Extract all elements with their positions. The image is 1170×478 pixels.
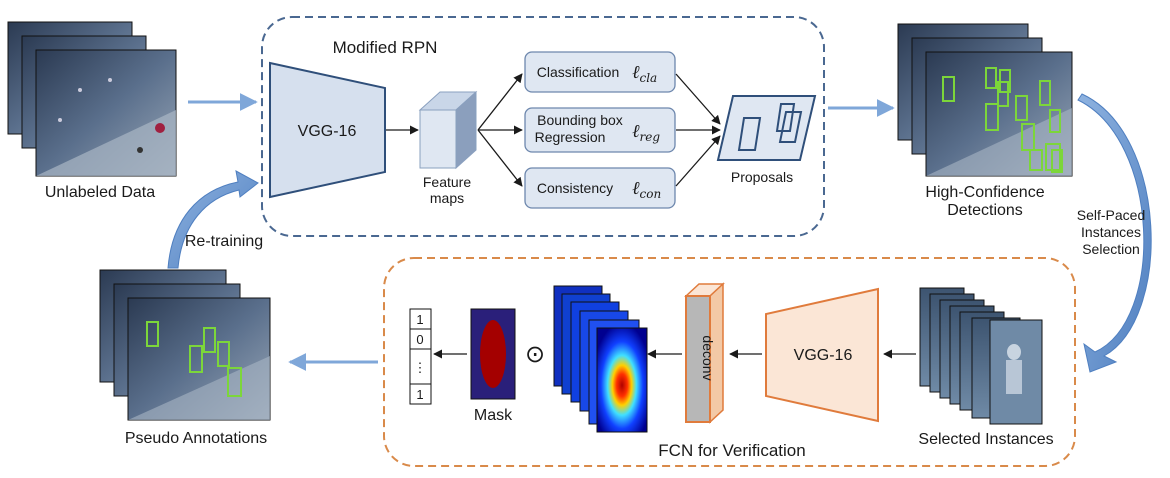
classification-label: Classification <box>537 64 619 80</box>
heatmap-stack <box>553 285 648 433</box>
mask-label: Mask <box>474 407 513 424</box>
vector-cell-3: 1 <box>416 387 423 402</box>
classification-loss-symbol: ℓ <box>632 62 640 83</box>
feature-maps-label-2: maps <box>430 190 464 206</box>
proposals-label: Proposals <box>731 169 793 185</box>
detection-boxes <box>942 67 1063 173</box>
feature-maps-label-1: Feature <box>423 174 471 190</box>
consistency-label: Consistency <box>537 180 613 196</box>
retraining-label: Re-training <box>185 233 263 250</box>
selection-label-2: Instances <box>1081 224 1141 240</box>
bbox-regression-head: Bounding box Regression ℓreg <box>524 107 676 153</box>
rpn-vgg-block <box>269 61 386 199</box>
consistency-loss-sub: con <box>640 187 662 201</box>
bbox-label-2: Regression <box>535 129 606 145</box>
pseudo-boxes <box>146 321 242 397</box>
selection-label-1: Self-Paced <box>1077 207 1145 223</box>
output-vector: 1 0 ⋮ 1 <box>409 308 432 405</box>
deconv-label: deconv <box>700 335 716 380</box>
classification-head: Classification ℓcla <box>524 51 676 93</box>
high-confidence-label-2: Detections <box>947 202 1023 219</box>
vector-cell-1: 0 <box>416 332 423 347</box>
vector-cell-2: ⋮ <box>414 360 427 375</box>
elementwise-product-symbol: ⊙ <box>525 340 545 368</box>
pseudo-annotations-stack <box>99 269 271 421</box>
selection-label-3: Selection <box>1082 241 1140 257</box>
selected-instances-label: Selected Instances <box>918 431 1053 448</box>
fcn-vgg-label: VGG-16 <box>794 347 853 364</box>
unlabeled-data-stack <box>7 21 177 177</box>
fcn-title: FCN for Verification <box>658 441 805 460</box>
retraining-arrow <box>167 170 259 269</box>
high-confidence-stack <box>897 23 1073 177</box>
unlabeled-data-label: Unlabeled Data <box>45 184 155 201</box>
rpn-vgg-label: VGG-16 <box>298 123 357 140</box>
deconv-layer <box>684 282 725 424</box>
fcn-vgg-block <box>765 287 879 423</box>
consistency-loss-symbol: ℓ <box>632 178 640 199</box>
bbox-loss-symbol: ℓ <box>632 121 640 142</box>
high-confidence-label-1: High-Confidence <box>925 184 1044 201</box>
fcn-container <box>383 257 1076 467</box>
consistency-head: Consistency ℓcon <box>524 167 676 209</box>
pseudo-annotations-label: Pseudo Annotations <box>125 430 267 447</box>
bbox-label-1: Bounding box <box>537 112 623 128</box>
proposals-shape <box>716 95 817 161</box>
selected-instances-stack <box>919 287 1043 425</box>
svg-text:ℓcon: ℓcon <box>632 178 661 201</box>
classification-loss-sub: cla <box>640 71 658 85</box>
bbox-loss-sub: reg <box>640 130 661 144</box>
feature-maps-cube <box>418 90 478 170</box>
svg-text:ℓreg: ℓreg <box>632 121 660 144</box>
rpn-container <box>261 16 825 237</box>
rpn-title: Modified RPN <box>333 38 438 57</box>
svg-text:ℓcla: ℓcla <box>632 62 657 85</box>
vector-cell-0: 1 <box>416 312 423 327</box>
self-paced-arrow <box>1077 93 1152 373</box>
